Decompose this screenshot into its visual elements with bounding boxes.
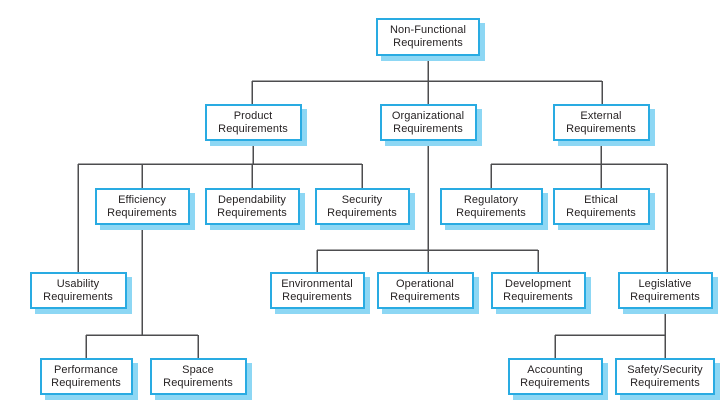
node-label: Product Requirements <box>218 109 288 135</box>
node-efficiency: Efficiency Requirements <box>94 188 190 225</box>
node-external: External Requirements <box>552 104 650 141</box>
node-ethical: Ethical Requirements <box>552 188 650 225</box>
node-accounting: Accounting Requirements <box>507 358 603 395</box>
node-label: Security Requirements <box>327 193 397 219</box>
node-label: Usability Requirements <box>43 277 113 303</box>
node-security: Security Requirements <box>314 188 410 225</box>
node-label: Operational Requirements <box>390 277 460 303</box>
node-label: Legislative Requirements <box>630 277 700 303</box>
node-dependability: Dependability Requirements <box>204 188 300 225</box>
node-label: Space Requirements <box>163 363 233 389</box>
node-label: Dependability Requirements <box>217 193 287 219</box>
node-product: Product Requirements <box>204 104 302 141</box>
node-legislative: Legislative Requirements <box>617 272 713 309</box>
node-performance: Performance Requirements <box>39 358 133 395</box>
node-operational: Operational Requirements <box>376 272 474 309</box>
node-label: Development Requirements <box>503 277 573 303</box>
node-label: Safety/Security Requirements <box>627 363 703 389</box>
node-regulatory: Regulatory Requirements <box>439 188 543 225</box>
node-label: Efficiency Requirements <box>107 193 177 219</box>
node-label: Accounting Requirements <box>520 363 590 389</box>
node-safety-security: Safety/Security Requirements <box>615 358 715 395</box>
node-label: Non-Functional Requirements <box>390 24 466 49</box>
node-space: Space Requirements <box>149 358 247 395</box>
node-label: Regulatory Requirements <box>456 193 526 219</box>
node-environmental: Environmental Requirements <box>269 272 365 309</box>
node-non-functional: Non-Functional Requirements <box>376 18 480 56</box>
node-label: Environmental Requirements <box>281 277 353 303</box>
node-label: Organizational Requirements <box>391 109 465 135</box>
node-label: External Requirements <box>566 109 636 135</box>
node-organizational: Organizational Requirements <box>379 104 477 141</box>
node-development: Development Requirements <box>490 272 586 309</box>
node-label: Performance Requirements <box>51 363 121 389</box>
node-label: Ethical Requirements <box>566 193 636 219</box>
node-usability: Usability Requirements <box>29 272 127 309</box>
